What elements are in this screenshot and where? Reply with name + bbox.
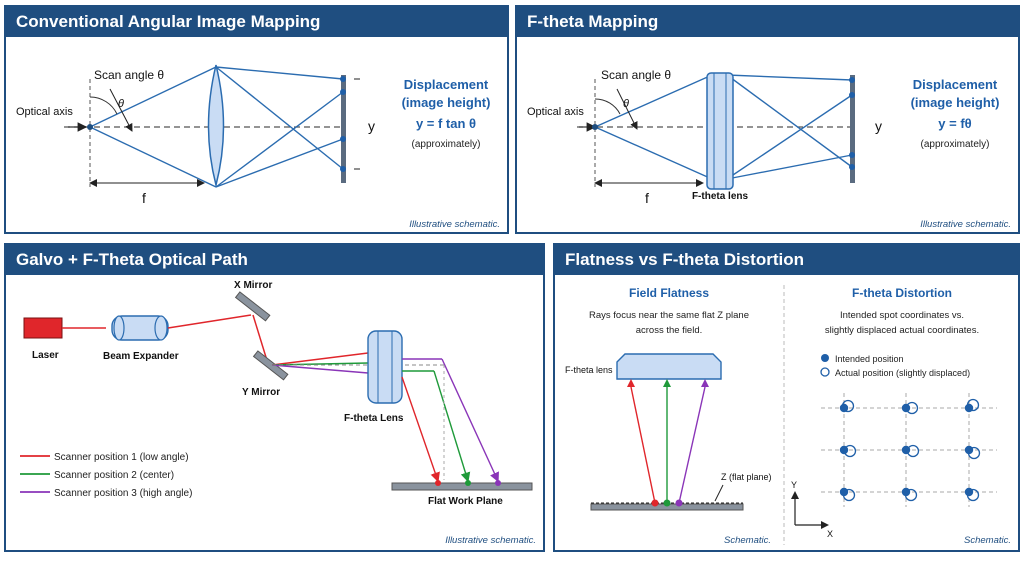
ftheta-mapping-diagram: Optical axis Scan angle θ θ f F-theta le… [527,68,1011,230]
schematic-note: Illustrative schematic. [445,535,536,546]
approx-note: (approximately) [412,139,481,150]
ftheta-lens [367,330,403,404]
ray-bundle [594,74,853,180]
approx-note: (approximately) [921,139,990,150]
angle-arc [89,96,118,115]
schematic-note: Illustrative schematic. [920,219,1011,230]
panel-galvo-path: Galvo + F-Theta Optical Path Laser Beam … [4,243,545,552]
x-axis-label: X [827,529,833,539]
optical-axis-label: Optical axis [16,106,73,118]
laser-label: Laser [32,350,59,361]
schematic-note-right: Schematic. [964,535,1011,546]
ray-pos2-out [433,370,471,483]
ray-pos1-out [401,376,440,483]
ftheta-lens [706,72,734,190]
scan-angle-label: Scan angle θ [94,68,164,82]
displacement-heading: Displacement [913,77,998,92]
galvo-path-diagram: Laser Beam Expander X Mirror Y Mirror F-… [20,280,536,546]
work-plane [391,482,533,491]
panel-flatness-distortion: Flatness vs F-theta Distortion Field Fla… [553,243,1020,552]
scan-angle-label: Scan angle θ [601,68,671,82]
theta-label: θ [118,98,124,110]
actual-points [841,398,981,502]
beam-expander-label: Beam Expander [103,351,179,362]
legend-intended-marker [821,354,829,362]
ray-pos1-in [271,352,369,366]
distortion-desc-2: slightly displaced actual coordinates. [825,325,979,336]
panel-conventional-mapping: Conventional Angular Image Mapping Optic… [4,5,509,234]
distortion-desc-1: Intended spot coordinates vs. [840,310,964,321]
focus-spots [651,499,683,507]
ray-red [630,386,656,504]
beam-segment [167,314,252,329]
ftheta-lens-label: F-theta lens [692,191,749,202]
legend: Scanner position 1 (low angle) Scanner p… [20,452,192,499]
image-height-label: y [875,118,882,134]
formula: y = f tan θ [416,116,476,131]
legend-label-pos3: Scanner position 3 (high angle) [54,488,192,499]
field-flatness-heading: Field Flatness [629,286,709,300]
beam-expander [111,315,169,341]
flatness-distortion-diagram: Field Flatness Rays focus near the same … [565,285,1011,546]
panel-title: Conventional Angular Image Mapping [6,7,507,37]
distortion-heading: F-theta Distortion [852,286,952,300]
image-plane [850,75,855,183]
plane-label-pointer [714,484,724,502]
scan-angle-pointer [616,88,638,130]
legend-label-pos1: Scanner position 1 (low angle) [54,452,189,463]
ray-pos3-in [271,364,369,374]
legend-actual-marker [820,367,830,377]
panel-title: Flatness vs F-theta Distortion [555,245,1018,275]
y-axis-label: Y [791,480,797,490]
ray-purple [678,386,706,504]
image-height-label: y [368,118,375,134]
work-plane-spots [435,480,501,486]
scan-angle-pointer [109,88,133,132]
flat-plane-label: Z (flat plane) [721,472,772,482]
y-mirror-label: Y Mirror [242,387,280,398]
lens [207,64,225,188]
panel-ftheta-mapping: F-theta Mapping Optical axis S [515,5,1020,234]
focus-points [849,77,855,170]
field-flatness-desc-1: Rays focus near the same flat Z plane [589,310,749,321]
ray-source-markers [627,379,709,387]
ftheta-lens-label: F-theta Lens [344,413,404,424]
displacement-subheading: (image height) [402,95,491,110]
conventional-mapping-diagram: Optical axis Scan angle θ θ f y [16,64,500,230]
focal-length-label: f [142,190,146,206]
work-plane-label: Flat Work Plane [428,496,503,507]
schematic-note-left: Schematic. [724,535,771,546]
panel-title: Galvo + F-Theta Optical Path [6,245,543,275]
theta-label: θ [623,98,629,110]
ray-bundle [89,66,344,188]
ftheta-lens [616,353,722,380]
laser-box [23,317,63,339]
legend-intended-label: Intended position [835,354,904,364]
focal-length-label: f [645,190,649,206]
y-mirror [252,350,289,381]
ftheta-lens-label: F-theta lens [565,365,613,375]
focus-points [340,76,346,172]
panel-title: F-theta Mapping [517,7,1018,37]
field-flatness-desc-2: across the field. [636,325,703,336]
legend-label-pos2: Scanner position 2 (center) [54,470,174,481]
displacement-heading: Displacement [404,77,489,92]
pivot-point [592,124,598,130]
pivot-point [87,124,93,130]
legend-actual-label: Actual position (slightly displaced) [835,368,970,378]
ray-pos3-out [441,358,499,483]
formula: y = fθ [938,116,971,131]
angle-arc [594,98,621,115]
image-plane [341,75,346,183]
optical-axis-label: Optical axis [527,106,584,118]
displacement-subheading: (image height) [911,95,1000,110]
x-mirror [234,291,271,322]
x-mirror-label: X Mirror [234,280,272,291]
schematic-note: Illustrative schematic. [409,219,500,230]
